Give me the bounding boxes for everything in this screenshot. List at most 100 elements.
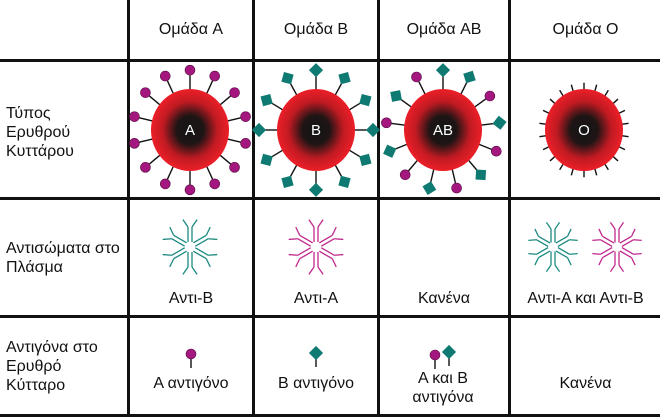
antigen-b-icon	[281, 175, 294, 188]
antibody-stroke	[321, 238, 335, 247]
antibody-icon	[555, 228, 578, 248]
antibody-stroke	[317, 219, 324, 228]
antigen-stem	[477, 143, 492, 151]
grid-line	[127, 0, 130, 417]
antigen-stem	[289, 82, 299, 97]
antigen-b-icon	[463, 70, 476, 84]
antibody-icon	[592, 246, 615, 266]
antibody-stroke	[631, 228, 636, 237]
antigen-stem	[407, 158, 419, 172]
cell-label-o: O	[578, 122, 590, 139]
antibody-stroke	[191, 266, 198, 275]
antibody-stroke	[555, 235, 568, 244]
antibody-icon	[609, 221, 625, 243]
antigen-a-icon	[140, 162, 151, 173]
red-blood-cell-icon	[277, 89, 355, 171]
red-blood-cell-icon	[404, 89, 482, 171]
antigen-stem	[333, 163, 343, 178]
antibody-label-a: Αντι-B	[168, 290, 214, 307]
antigen-stem	[399, 98, 413, 109]
antigen-stem	[205, 80, 214, 96]
antibody-stroke	[538, 250, 551, 259]
antigen-stem	[333, 82, 343, 97]
antibody-stroke	[621, 246, 634, 255]
antibody-icon	[182, 219, 198, 242]
antibody-stroke	[297, 238, 311, 247]
antibody-stroke	[621, 239, 634, 248]
antigen-stem	[225, 117, 241, 123]
antibody-stroke	[295, 226, 301, 236]
antibody-stroke	[534, 257, 539, 266]
antigen-stem	[166, 164, 175, 180]
antibody-stroke	[569, 253, 578, 255]
cell-label-b: B	[310, 122, 321, 139]
antibody-stroke	[205, 258, 211, 268]
antibody-stroke	[592, 239, 601, 241]
antibody-stroke	[331, 226, 337, 236]
antigen-a-icon	[229, 162, 240, 173]
antibody-stroke	[171, 247, 185, 256]
antigen-b-icon	[492, 115, 507, 130]
antigen-a-icon	[129, 111, 140, 122]
antibody-stroke	[162, 253, 172, 256]
column-header-a: Ομάδα A	[158, 21, 224, 38]
antibody-stroke	[567, 228, 572, 237]
antigen-b-icon	[338, 175, 351, 188]
antibody-stroke	[554, 264, 561, 273]
antibody-stroke	[554, 221, 561, 230]
antigen-stem	[429, 167, 435, 184]
antibody-icon	[308, 252, 324, 275]
antibody-stroke	[195, 247, 209, 256]
antibody-stroke	[169, 226, 175, 236]
grid-line	[0, 197, 660, 200]
antigen-stem	[270, 102, 285, 112]
antigen-a-icon	[209, 178, 221, 190]
antigen-stem	[479, 122, 495, 127]
red-blood-cell-icon	[151, 89, 229, 171]
antigen-b-icon	[359, 153, 372, 167]
antibody-stroke	[295, 258, 301, 268]
antibody-stroke	[331, 258, 337, 268]
antibody-stroke	[169, 258, 175, 268]
antibody-stroke	[619, 235, 632, 244]
antibody-icon	[555, 246, 578, 266]
antigen-a-icon	[240, 111, 251, 122]
antibody-stroke	[619, 250, 632, 259]
antibody-icon	[319, 247, 344, 268]
antibody-icon	[545, 221, 561, 243]
antigen-b-icon	[281, 72, 294, 85]
antigen-stem	[391, 122, 407, 127]
antigen-b-icon	[422, 181, 437, 195]
antibody-label-o: Αντι-A και Αντι-B	[527, 290, 644, 307]
antigen-label-ab: A και B αντιγόνα	[412, 370, 474, 406]
antigen-stem	[467, 158, 479, 172]
column-header-o: Ομάδα O	[552, 21, 619, 38]
antigen-a-icon	[381, 117, 392, 129]
antibody-stroke	[193, 234, 207, 244]
antibody-stroke	[297, 247, 311, 256]
antigen-b-icon	[260, 153, 273, 167]
antibody-stroke	[598, 228, 603, 237]
antibody-stroke	[609, 221, 616, 230]
cell-label-a: A	[184, 122, 195, 139]
antibody-stroke	[182, 266, 189, 275]
antibody-stroke	[288, 238, 298, 241]
antibody-stroke	[538, 235, 551, 244]
antigen-stem	[473, 98, 487, 109]
antigen-stem	[139, 137, 155, 143]
antigen-b-icon	[475, 169, 487, 181]
antibody-icon	[528, 228, 551, 248]
grid-line	[377, 0, 380, 417]
antigen-a-icon	[429, 349, 441, 361]
antigen-a-icon	[229, 87, 240, 98]
antibody-stroke	[319, 234, 333, 244]
antibody-icon	[193, 247, 218, 268]
antigen-a-icon	[411, 71, 422, 83]
antibody-icon	[619, 228, 642, 248]
antibody-stroke	[205, 226, 211, 236]
antibody-stroke	[536, 246, 549, 255]
antigen-b-icon	[435, 63, 451, 78]
antigen-stem	[451, 167, 457, 184]
antibody-stroke	[598, 257, 603, 266]
antibody-stroke	[545, 264, 552, 273]
